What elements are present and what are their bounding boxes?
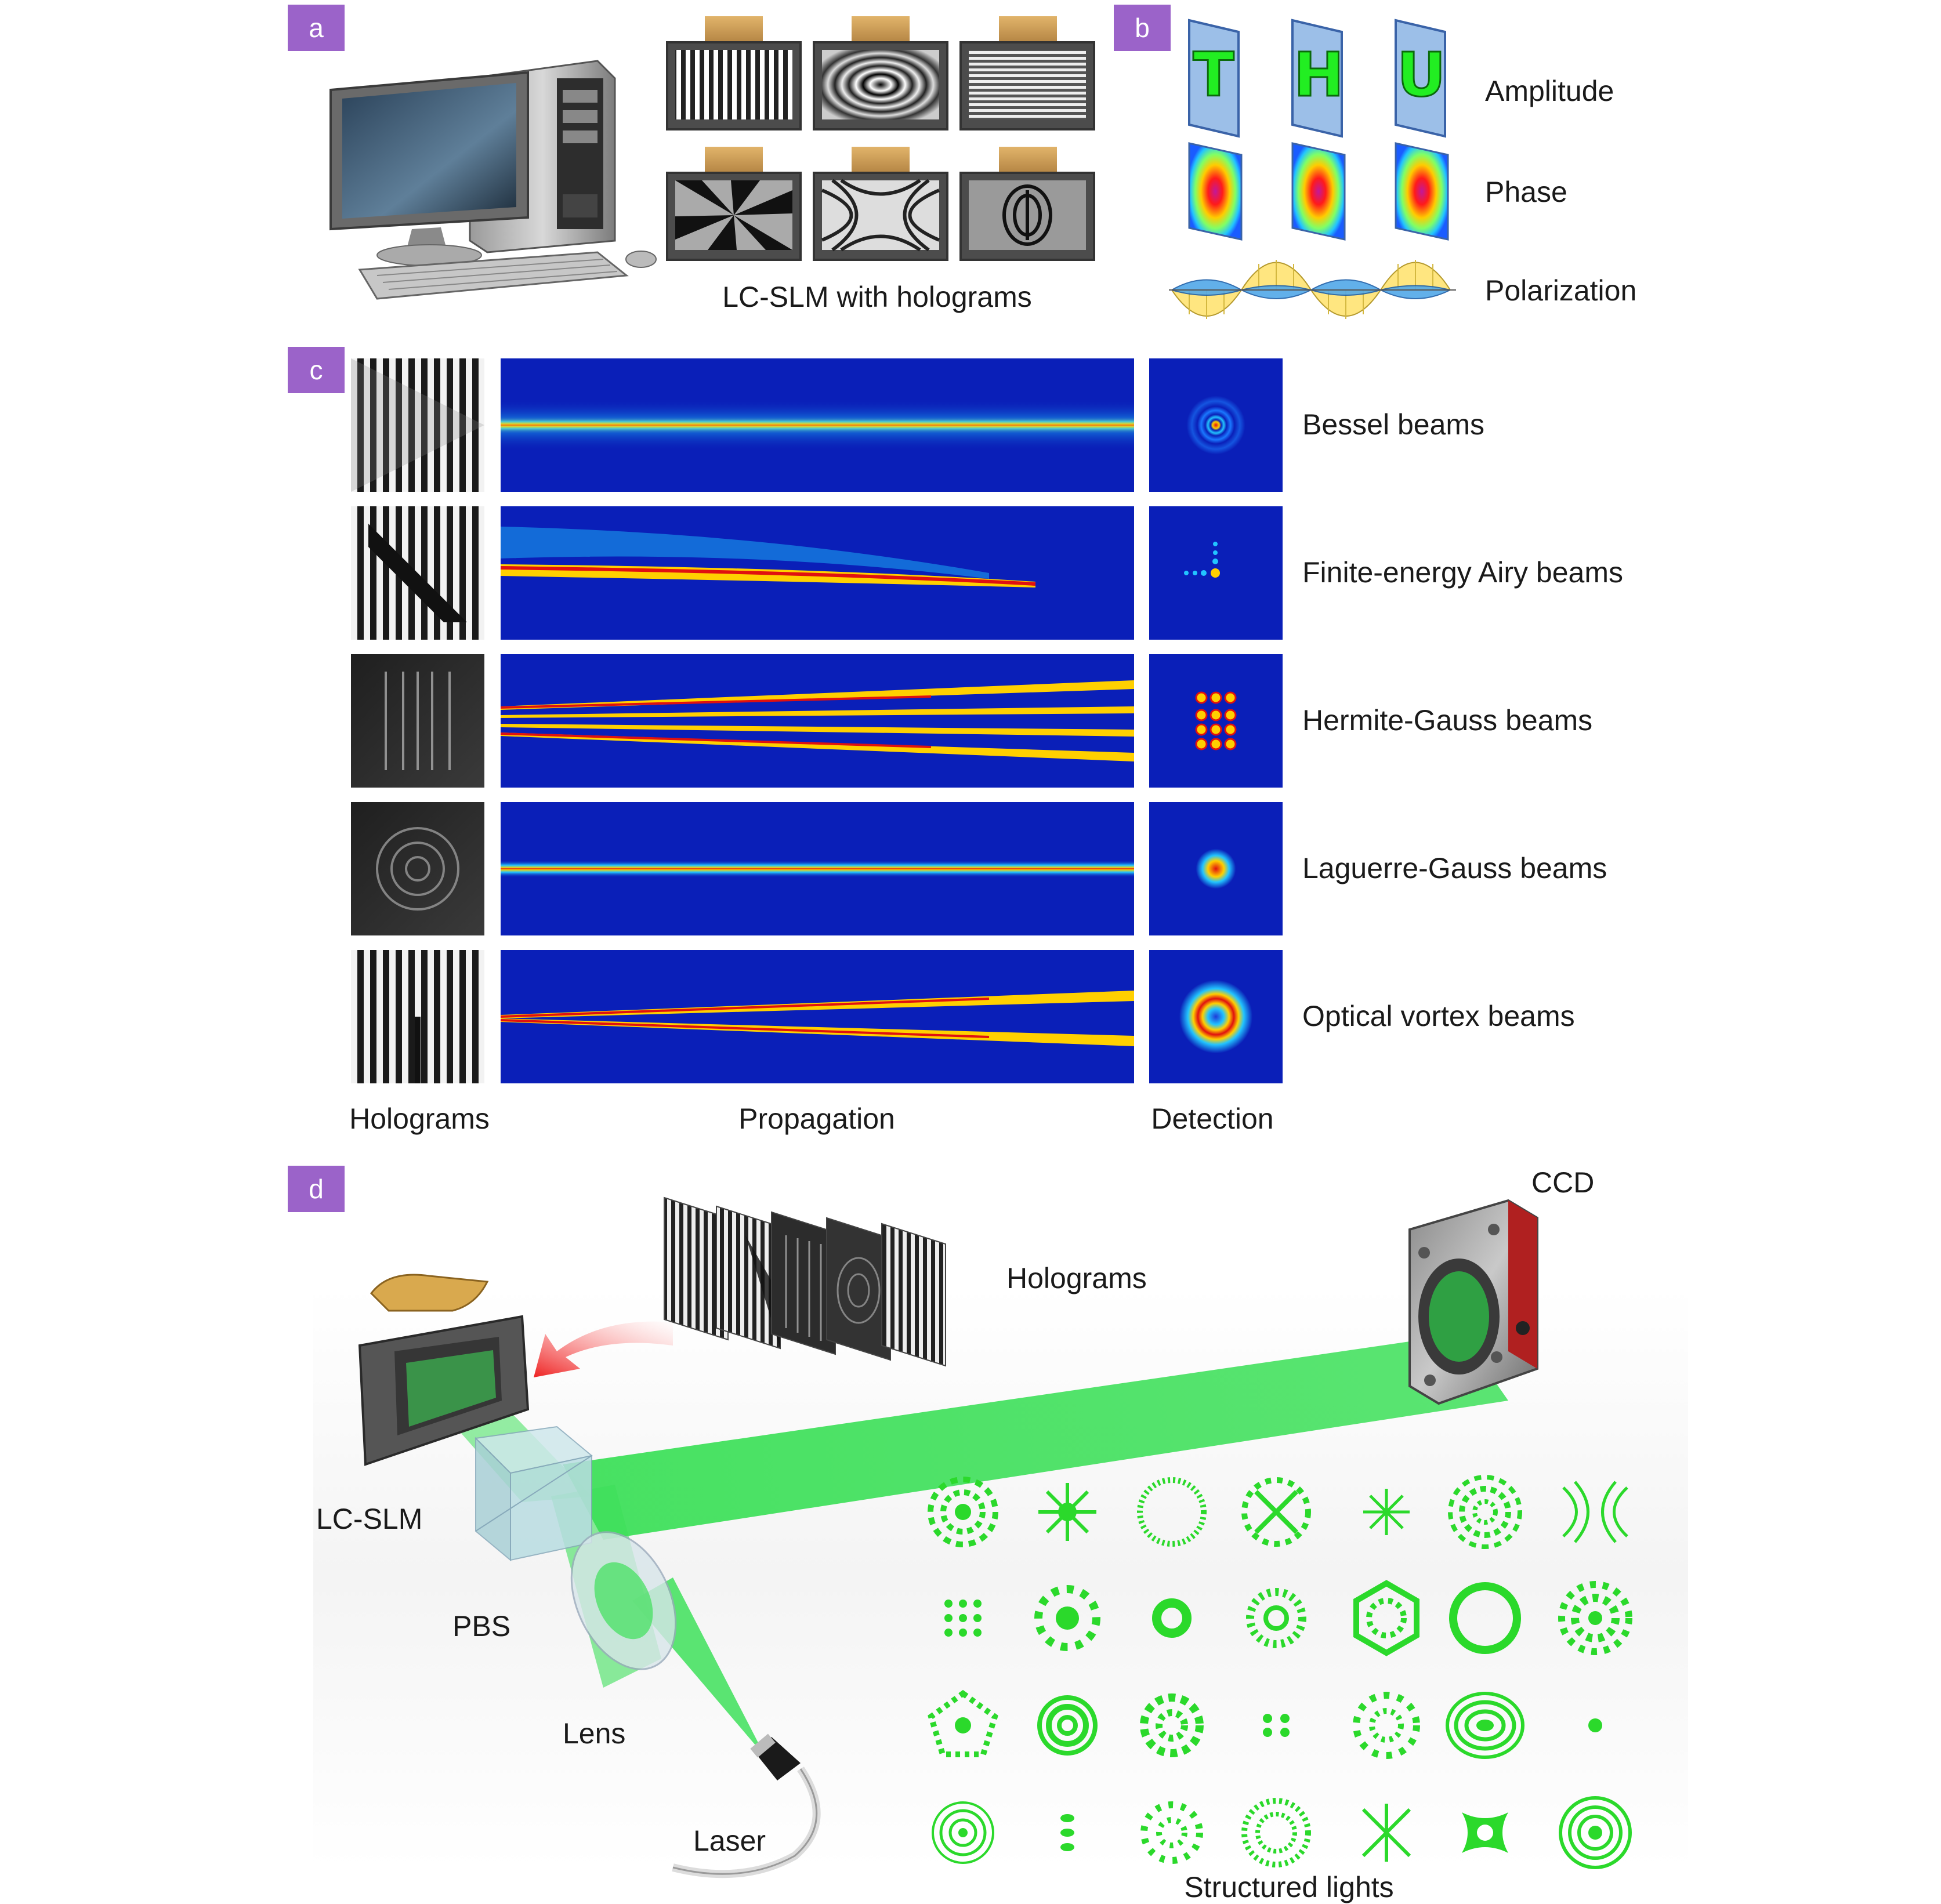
pattern-r3c5 [1353,1692,1420,1759]
pattern-r2c2 [1034,1585,1100,1651]
letter-h: H [1293,39,1345,111]
pattern-r1c7 [1562,1481,1628,1543]
panel-d-tag: d [288,1166,345,1212]
pattern-r2c4 [1246,1588,1306,1648]
keyboard [358,251,629,300]
monitor-screen [342,83,516,219]
slm-unit-3 [959,16,1095,130]
polarization-label: Polarization [1485,274,1637,307]
airy-row [351,506,1283,640]
panel-a-tag: a [288,5,345,51]
mouse [625,251,657,268]
letter-u: U [1396,39,1447,111]
panel-b-tag: b [1114,5,1171,51]
amplitude-label: Amplitude [1485,75,1614,107]
beam-label-hermite-gauss: Hermite-Gauss beams [1302,704,1593,737]
laser-fiber [672,1733,821,1878]
pattern-r4c2 [1060,1814,1074,1851]
pattern-r4c6 [1462,1812,1508,1853]
lc-slm-device [358,1274,530,1466]
beam-label-bessel: Bessel beams [1302,408,1485,441]
slm-unit-2 [813,16,948,130]
computer-illustration [329,60,657,300]
pattern-r3c7 [1588,1718,1602,1732]
laguerre-gauss-row [351,802,1283,935]
pattern-r4c7 [1559,1796,1632,1869]
letter-t: T [1192,39,1235,111]
pattern-r3c2 [1037,1695,1098,1756]
panel-a-caption: LC-SLM with holograms [722,281,1032,313]
polarization-wave [1169,260,1456,319]
pbs-cube [474,1426,593,1562]
lens-label: Lens [563,1717,626,1750]
hologram-stack [664,1196,946,1367]
pattern-r4c3 [1140,1801,1203,1864]
optical-vortex-row [351,950,1283,1083]
bessel-row [351,358,1283,492]
pattern-r1c6 [1448,1475,1522,1549]
beam-label-airy: Finite-energy Airy beams [1302,556,1624,589]
ccd-label: CCD [1531,1166,1595,1199]
pattern-r2c3 [1152,1598,1192,1638]
pattern-r4c1 [932,1801,994,1864]
ccd-camera [1408,1199,1538,1405]
pattern-r1c3 [1137,1477,1207,1547]
column-label-holograms: Holograms [349,1102,490,1135]
pattern-r1c5 [1363,1489,1410,1535]
pattern-r3c4 [1263,1714,1290,1737]
panel-c-tag: c [288,347,345,393]
pattern-r4c4 [1241,1798,1311,1867]
pattern-r2c7 [1558,1581,1632,1655]
laser-label: Laser [693,1825,766,1857]
structured-lights-label: Structured lights [1184,1871,1394,1903]
beam-table [351,358,1283,1083]
pattern-r2c6 [1449,1582,1521,1654]
slm-unit-4 [666,147,802,261]
pattern-r1c2 [1038,1483,1096,1541]
amplitude-cards: T H U [1178,17,1479,139]
slm-unit-6 [959,147,1095,261]
optical-setup [313,1196,1688,1878]
pattern-r3c3 [1140,1693,1204,1757]
slm-unit-5 [813,147,948,261]
pbs-label: PBS [452,1610,511,1642]
column-label-propagation: Propagation [738,1102,895,1135]
lens [570,1531,677,1670]
holograms-label: Holograms [1006,1262,1147,1294]
beam-label-laguerre-gauss: Laguerre-Gauss beams [1302,852,1607,884]
pattern-r1c1 [928,1477,998,1547]
beam-label-optical-vortex: Optical vortex beams [1302,1000,1575,1032]
column-label-detection: Detection [1151,1102,1274,1135]
pattern-r1c4 [1241,1477,1311,1547]
pattern-r3c1 [928,1689,998,1757]
slm-hologram-grid [666,16,1095,261]
phase-cards [1188,142,1449,241]
hermite-gauss-row [351,654,1283,788]
phase-label: Phase [1485,176,1567,208]
slm-unit-1 [666,16,802,130]
pattern-r4c5 [1361,1804,1411,1862]
pattern-r2c5 [1353,1580,1419,1656]
pattern-r2c1 [944,1600,982,1637]
pattern-r3c6 [1446,1692,1524,1759]
structured-lights-grid [928,1475,1632,1869]
slm-label: LC-SLM [316,1503,423,1535]
red-arrow [534,1321,673,1377]
beam-to-ccd [563,1334,1508,1540]
